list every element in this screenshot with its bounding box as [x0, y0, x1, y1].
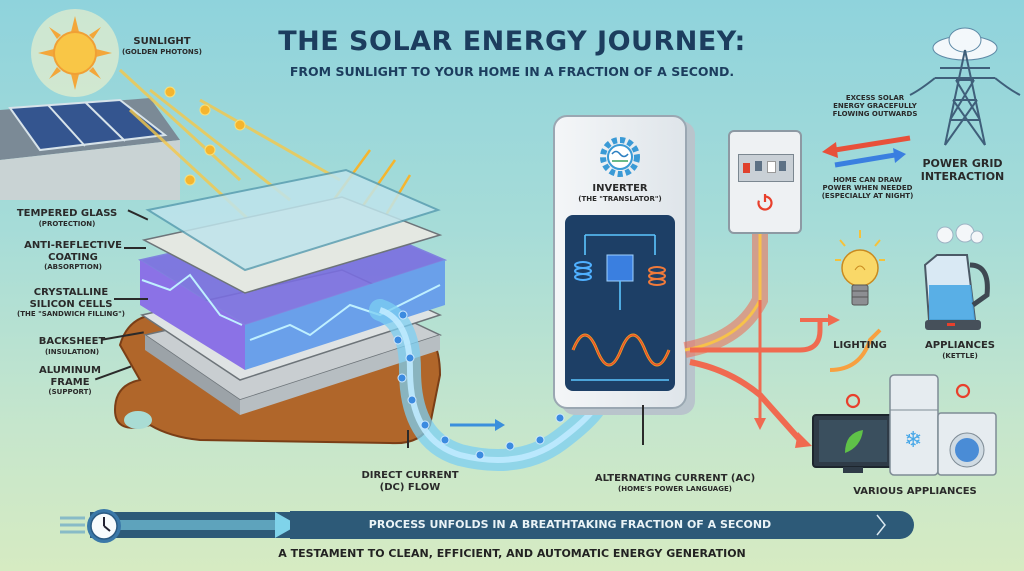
lighting-label: LIGHTING [833, 340, 887, 351]
process-banner: PROCESS UNFOLDS IN A BREATHTAKING FRACTI… [290, 511, 914, 539]
various-appliances-label: VARIOUS APPLIANCES [853, 486, 977, 497]
breaker-switches [738, 154, 794, 182]
label-anti-reflective-coating: ANTI-REFLECTIVE COATING (ABSORPTION) [24, 240, 122, 271]
transmission-tower-icon [909, 27, 1021, 146]
inverter-device: INVERTER (THE "TRANSLATOR") [553, 115, 687, 409]
breaker-panel [728, 130, 802, 234]
label-aluminum-frame: ALUMINUM FRAME (SUPPORT) [39, 365, 101, 396]
grid-import-label: HOME CAN DRAW POWER WHEN NEEDED (ESPECIA… [821, 176, 914, 201]
appliances-kettle-label: APPLIANCES (KETTLE) [925, 340, 995, 360]
power-grid-label: POWER GRID INTERACTION [920, 157, 1005, 183]
power-icon [757, 194, 773, 211]
page-title: THE SOLAR ENERGY JOURNEY: [278, 26, 746, 57]
svg-text:❄: ❄ [904, 428, 922, 453]
label-backsheet: BACKSHEET (INSULATION) [38, 336, 106, 356]
tagline: A TESTAMENT TO CLEAN, EFFICIENT, AND AUT… [278, 547, 746, 560]
inverter-circuit-screen [565, 215, 675, 391]
breaker-switch [779, 161, 786, 171]
label-crystalline-silicon-cells: CRYSTALLINE SILICON CELLS (THE "SANDWICH… [17, 287, 125, 318]
circuit-diagram-icon [571, 234, 671, 381]
leader-line [124, 247, 146, 249]
label-tempered-glass: TEMPERED GLASS (PROTECTION) [16, 208, 118, 228]
refrigerator-icon [889, 374, 939, 476]
process-banner-text: PROCESS UNFOLDS IN A BREATHTAKING FRACTI… [368, 518, 772, 531]
chevron-right-icon [876, 514, 886, 536]
ac-leader-line [642, 405, 644, 445]
leader-line [114, 298, 148, 300]
sunlight-label: SUNLIGHT (GOLDEN PHOTONS) [121, 36, 202, 56]
sun-icon [31, 9, 119, 97]
breaker-switch [755, 161, 762, 171]
speed-arrow [60, 512, 298, 538]
ac-flow-label: ALTERNATING CURRENT (AC) (HOME'S POWER L… [594, 473, 756, 493]
gear-wave-icon [600, 137, 640, 177]
dc-leader-line [407, 430, 409, 448]
various-appliances-illustration: ❄ [812, 374, 997, 476]
dc-flow-label: DIRECT CURRENT (DC) FLOW [361, 470, 459, 493]
clock-icon [87, 509, 121, 543]
inverter-label: INVERTER (THE "TRANSLATOR") [578, 183, 662, 203]
solar-panel-layers-diagram [113, 168, 448, 445]
breaker-switch [767, 161, 776, 173]
page-subtitle: FROM SUNLIGHT TO YOUR HOME IN A FRACTION… [289, 64, 735, 79]
breaker-switch-tripped [743, 163, 750, 173]
kettle-icon [923, 223, 990, 330]
grid-export-label: EXCESS SOLAR ENERGY GRACEFULLY FLOWING O… [832, 94, 918, 119]
light-bulb-icon [835, 230, 885, 306]
